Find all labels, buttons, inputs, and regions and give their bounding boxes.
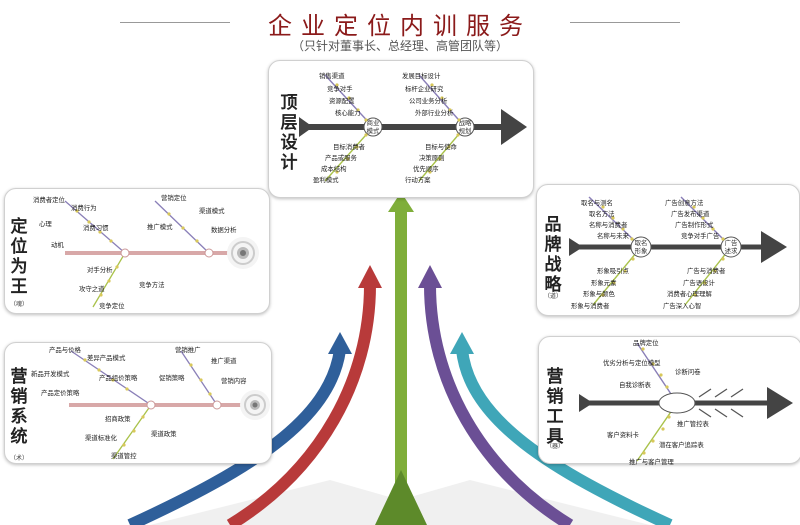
label: 销售渠道 bbox=[319, 72, 345, 80]
label: 渠道模式 bbox=[199, 207, 225, 215]
label: 渠道标准化 bbox=[85, 434, 117, 442]
label: 优劣分析与定位模型 bbox=[603, 359, 661, 367]
card-positioning: 定位为王 （魂） 消费者定位 消费行为 心理 消费习惯 动机 营销定位 渠道模式… bbox=[4, 188, 270, 314]
label: 推广管控表 bbox=[677, 420, 709, 428]
label: 广告与消费者 bbox=[687, 267, 726, 275]
label: 潜在客户追踪表 bbox=[659, 441, 704, 449]
label: 公司业务分析 bbox=[409, 97, 448, 105]
label: 竞争对手广告 bbox=[681, 232, 720, 240]
card-top-design: 顶层设计 商业模式 战略规划 销售渠道 竞争对手 资源配置 核心能力 发展目标设… bbox=[268, 60, 534, 198]
label: 攻守之道 bbox=[79, 285, 105, 293]
top-design-fishbone bbox=[299, 74, 527, 182]
tools-fishbone bbox=[579, 342, 793, 462]
brand-head-node: 广告述求 bbox=[724, 239, 738, 255]
label: 发展目标设计 bbox=[402, 72, 441, 80]
label: 决策原则 bbox=[419, 154, 445, 162]
label: 外部行业分析 bbox=[415, 109, 454, 117]
label: 消费行为 bbox=[71, 204, 97, 212]
top-design-title: 顶层设计 bbox=[280, 93, 298, 173]
tools-title: 营销工具 bbox=[546, 367, 564, 447]
label: 标杆企业研究 bbox=[405, 85, 444, 93]
label: 对手分析 bbox=[87, 266, 113, 274]
marketing-title: 营销系统 bbox=[10, 367, 28, 447]
label: 核心能力 bbox=[335, 109, 361, 117]
title-rule-right bbox=[570, 22, 680, 23]
top-design-head-node: 战略规划 bbox=[458, 119, 472, 135]
label: 形象吸引点 bbox=[597, 267, 629, 275]
label: 取名与测名 bbox=[581, 199, 613, 207]
label: 渠道政策 bbox=[151, 430, 177, 438]
label: 广告创意方法 bbox=[665, 199, 704, 207]
label: 目标与使命 bbox=[425, 143, 457, 151]
label: 消费者心理理解 bbox=[667, 290, 712, 298]
label: 产品与价格 bbox=[49, 346, 81, 354]
label: 品牌定位 bbox=[633, 339, 659, 347]
label: 自我诊断表 bbox=[619, 381, 651, 389]
card-tools: 营销工具 （器） 品牌定位 优劣分析与定位模型 诊断问卷 自我诊断表 推广管控表… bbox=[538, 336, 800, 466]
tools-subtitle: （器） bbox=[545, 443, 564, 450]
label: 诊断问卷 bbox=[675, 368, 701, 376]
label: 资源配置 bbox=[329, 97, 355, 105]
label: 盈利模式 bbox=[313, 176, 339, 184]
label: 形象与颜色 bbox=[583, 290, 615, 298]
label: 名称与未来 bbox=[597, 232, 629, 240]
label: 客户资料卡 bbox=[607, 431, 639, 439]
label: 竞争定位 bbox=[99, 302, 125, 310]
label: 目标消费者 bbox=[333, 143, 365, 151]
label: 消费习惯 bbox=[83, 224, 109, 232]
label: 招商政策 bbox=[105, 415, 131, 423]
label: 成本结构 bbox=[321, 165, 347, 173]
label: 产品定价策略 bbox=[41, 389, 80, 397]
title-rule-left bbox=[120, 22, 230, 23]
label: 名称与消费者 bbox=[589, 221, 628, 229]
positioning-title: 定位为王 bbox=[10, 217, 28, 297]
label: 形象元素 bbox=[591, 279, 617, 287]
label: 产品或服务 bbox=[325, 154, 357, 162]
positioning-subtitle: （魂） bbox=[9, 301, 28, 308]
brand-subtitle: （道） bbox=[543, 293, 562, 300]
label: 竞争方法 bbox=[139, 281, 165, 289]
label: 优先顺序 bbox=[413, 165, 439, 173]
label: 广告发布渠道 bbox=[671, 210, 710, 218]
label: 营销推广 bbox=[175, 346, 201, 354]
label: 动机 bbox=[51, 241, 64, 249]
brand-title: 品牌战略 bbox=[544, 215, 562, 295]
label: 新品开发模式 bbox=[31, 370, 70, 378]
label: 推广与客户管理 bbox=[629, 458, 674, 466]
label: 营销定位 bbox=[161, 194, 187, 202]
label: 竞争对手 bbox=[327, 85, 353, 93]
label: 推广渠道 bbox=[211, 357, 237, 365]
positioning-fishbone bbox=[64, 200, 259, 308]
brand-fishbone bbox=[569, 196, 787, 306]
label: 差异产品模式 bbox=[87, 354, 126, 362]
card-marketing: 营销系统 （术） 产品与价格 差异产品模式 新品开发模式 产品组价策略 产品定价… bbox=[4, 342, 272, 464]
label: 取名方法 bbox=[589, 210, 615, 218]
card-brand: 品牌战略 （道） 取名形象 广告述求 取名与测名 取名方法 名称与消费者 名称与… bbox=[536, 184, 800, 316]
page-subtitle: （只针对董事长、总经理、高管团队等） bbox=[291, 39, 508, 53]
label: 渠道管控 bbox=[111, 452, 137, 460]
label: 心理 bbox=[39, 220, 52, 228]
label: 广告语设计 bbox=[683, 279, 715, 287]
top-design-mid-node: 商业模式 bbox=[366, 119, 380, 135]
label: 形象与消费者 bbox=[571, 302, 610, 310]
label: 广告深入心智 bbox=[663, 302, 702, 310]
label: 促销策略 bbox=[159, 374, 185, 382]
label: 产品组价策略 bbox=[99, 374, 138, 382]
label: 行动方案 bbox=[405, 176, 431, 184]
label: 广告制作形式 bbox=[675, 221, 714, 229]
label: 数据分析 bbox=[211, 226, 237, 234]
marketing-subtitle: （术） bbox=[9, 455, 28, 462]
label: 推广模式 bbox=[147, 223, 173, 231]
page-title: 企业定位内训服务 bbox=[268, 12, 532, 40]
brand-mid-node: 取名形象 bbox=[634, 239, 648, 255]
label: 消费者定位 bbox=[33, 196, 65, 204]
label: 营销内容 bbox=[221, 377, 247, 385]
marketing-fishbone bbox=[69, 350, 270, 460]
